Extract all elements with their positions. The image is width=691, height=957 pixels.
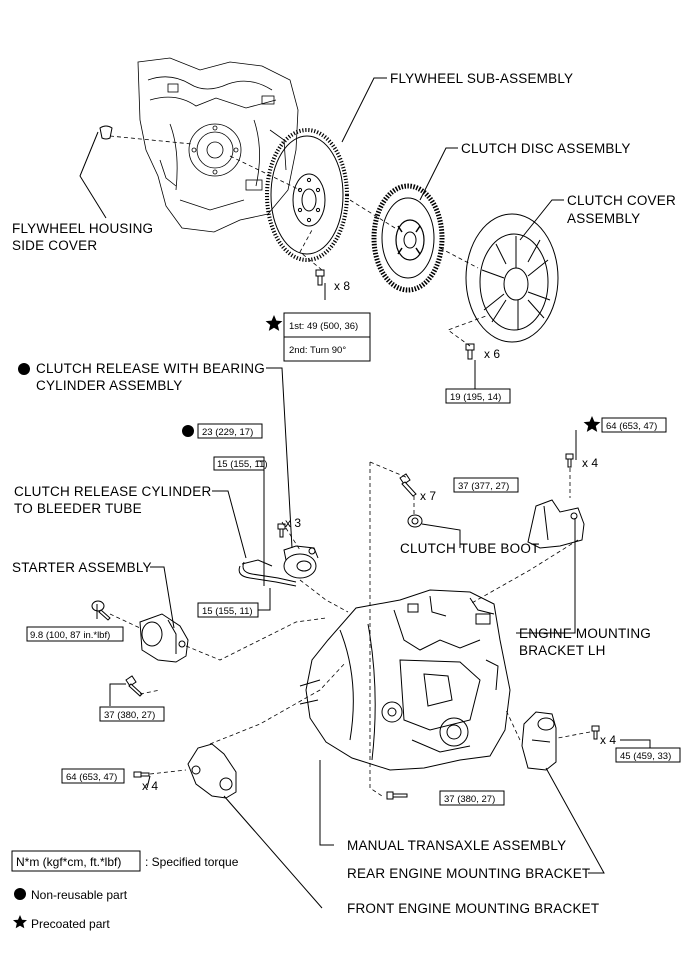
clutch-tube-boot-icon bbox=[407, 514, 423, 528]
label-manual-transaxle: MANUAL TRANSAXLE ASSEMBLY bbox=[347, 838, 566, 853]
torque-starter-lower: 37 (380, 27) bbox=[104, 710, 155, 721]
engine-block-drawing bbox=[137, 57, 299, 233]
rear-bolt-icon bbox=[591, 725, 600, 740]
torque-rear: 45 (459, 33) bbox=[620, 751, 671, 762]
torque-starter-upper: 9.8 (100, 87 in.*lbf) bbox=[30, 630, 110, 641]
qty-flywheel-bolts: x 8 bbox=[334, 279, 350, 293]
assembly-dashed-lines bbox=[109, 135, 591, 797]
bleeder-tube-drawing bbox=[238, 559, 297, 587]
qty-release-bolts: x 3 bbox=[285, 516, 301, 530]
legend-non-reusable: Non-reusable part bbox=[31, 888, 128, 902]
star-icon bbox=[265, 315, 283, 331]
rear-mount-drawing bbox=[521, 711, 557, 771]
torque-values: 1st: 49 (500, 36) 2nd: Turn 90° 19 (195,… bbox=[30, 321, 671, 805]
qty-cover-bolts: x 6 bbox=[484, 347, 500, 361]
label-flywheel-housing-line2: SIDE COVER bbox=[12, 238, 97, 253]
label-front-mount-bracket: FRONT ENGINE MOUNTING BRACKET bbox=[347, 901, 599, 916]
transaxle-drawing bbox=[299, 589, 511, 771]
label-clutch-cover-line2: ASSEMBLY bbox=[567, 211, 640, 226]
flywheel-drawing bbox=[265, 128, 349, 262]
filled-circle-icon bbox=[14, 888, 26, 900]
legend-unit-description: : Specified torque bbox=[145, 855, 239, 869]
filled-circle-icon bbox=[18, 363, 30, 375]
torque-release-cylinder: 23 (229, 17) bbox=[202, 427, 253, 438]
torque-flywheel-2nd: 2nd: Turn 90° bbox=[289, 345, 346, 356]
part-labels: FLYWHEEL SUB-ASSEMBLY CLUTCH DISC ASSEMB… bbox=[12, 71, 676, 916]
torque-lh-bracket: 64 (653, 47) bbox=[606, 421, 657, 432]
engine-mount-lh-drawing bbox=[527, 499, 585, 549]
label-clutch-disc-assembly: CLUTCH DISC ASSEMBLY bbox=[461, 141, 631, 156]
qty-rear-bolts: x 4 bbox=[600, 733, 616, 747]
housing-side-cover-part bbox=[99, 125, 113, 140]
label-engine-mount-lh-line2: BRACKET LH bbox=[519, 643, 606, 658]
lh-bolt-icon bbox=[565, 453, 574, 468]
starter-lower-bolt-icon bbox=[125, 675, 143, 697]
label-release-bearing-line1: CLUTCH RELEASE WITH BEARING bbox=[36, 361, 265, 376]
leader-lines bbox=[79, 77, 651, 909]
label-release-bearing-line2: CYLINDER ASSEMBLY bbox=[36, 378, 182, 393]
symbol-markers bbox=[18, 315, 601, 437]
clutch-disc-drawing bbox=[371, 183, 445, 293]
legend-unit-box: N*m (kgf*cm, ft.*lbf) bbox=[16, 855, 121, 869]
star-icon bbox=[13, 915, 27, 929]
front-mount-drawing bbox=[187, 743, 237, 799]
release-cylinder-drawing bbox=[283, 545, 319, 579]
torque-cover: 19 (195, 14) bbox=[450, 392, 501, 403]
torque-tube-bottom: 15 (155, 11) bbox=[202, 606, 253, 617]
label-flywheel-housing-line1: FLYWHEEL HOUSING bbox=[12, 221, 153, 236]
filled-circle-icon bbox=[182, 425, 194, 437]
lower-bolt-icon bbox=[386, 791, 408, 800]
label-clutch-tube-boot: CLUTCH TUBE BOOT bbox=[400, 541, 539, 556]
legend: N*m (kgf*cm, ft.*lbf) : Specified torque… bbox=[11, 850, 239, 931]
torque-upper: 37 (377, 27) bbox=[458, 481, 509, 492]
release-bolt-icon bbox=[277, 523, 286, 538]
flywheel-bolt-icon bbox=[315, 269, 325, 286]
starter-drawing bbox=[139, 613, 189, 663]
front-bolt-icon bbox=[133, 771, 150, 778]
label-engine-mount-lh-line1: ENGINE MOUNTING bbox=[519, 626, 651, 641]
qty-upper-bolts: x 7 bbox=[420, 489, 436, 503]
label-release-tube-line2: TO BLEEDER TUBE bbox=[14, 501, 142, 516]
qty-front-bolts: x 4 bbox=[142, 779, 158, 793]
label-starter-assembly: STARTER ASSEMBLY bbox=[12, 560, 152, 575]
label-clutch-cover-line1: CLUTCH COVER bbox=[567, 193, 676, 208]
clutch-cover-bolt-icon bbox=[465, 343, 475, 360]
qty-lh-bolts: x 4 bbox=[582, 456, 598, 470]
star-icon bbox=[583, 416, 601, 432]
quantity-labels: x 8 x 6 x 3 x 7 x 4 x 4 x 4 bbox=[142, 279, 616, 793]
torque-tube-top: 15 (155, 11) bbox=[217, 459, 268, 470]
upper-bolt-icon bbox=[399, 473, 417, 497]
torque-boxes bbox=[26, 312, 681, 806]
label-rear-mount-bracket: REAR ENGINE MOUNTING BRACKET bbox=[347, 866, 590, 881]
clutch-cover-drawing bbox=[465, 213, 559, 343]
starter-upper-bolt-icon bbox=[91, 600, 111, 621]
torque-front: 64 (653, 47) bbox=[66, 772, 117, 783]
label-release-tube-line1: CLUTCH RELEASE CYLINDER bbox=[14, 484, 211, 499]
legend-precoated: Precoated part bbox=[31, 917, 110, 931]
torque-flywheel-1st: 1st: 49 (500, 36) bbox=[289, 321, 358, 332]
torque-lower: 37 (380, 27) bbox=[444, 794, 495, 805]
label-flywheel-sub-assembly: FLYWHEEL SUB-ASSEMBLY bbox=[390, 71, 573, 86]
